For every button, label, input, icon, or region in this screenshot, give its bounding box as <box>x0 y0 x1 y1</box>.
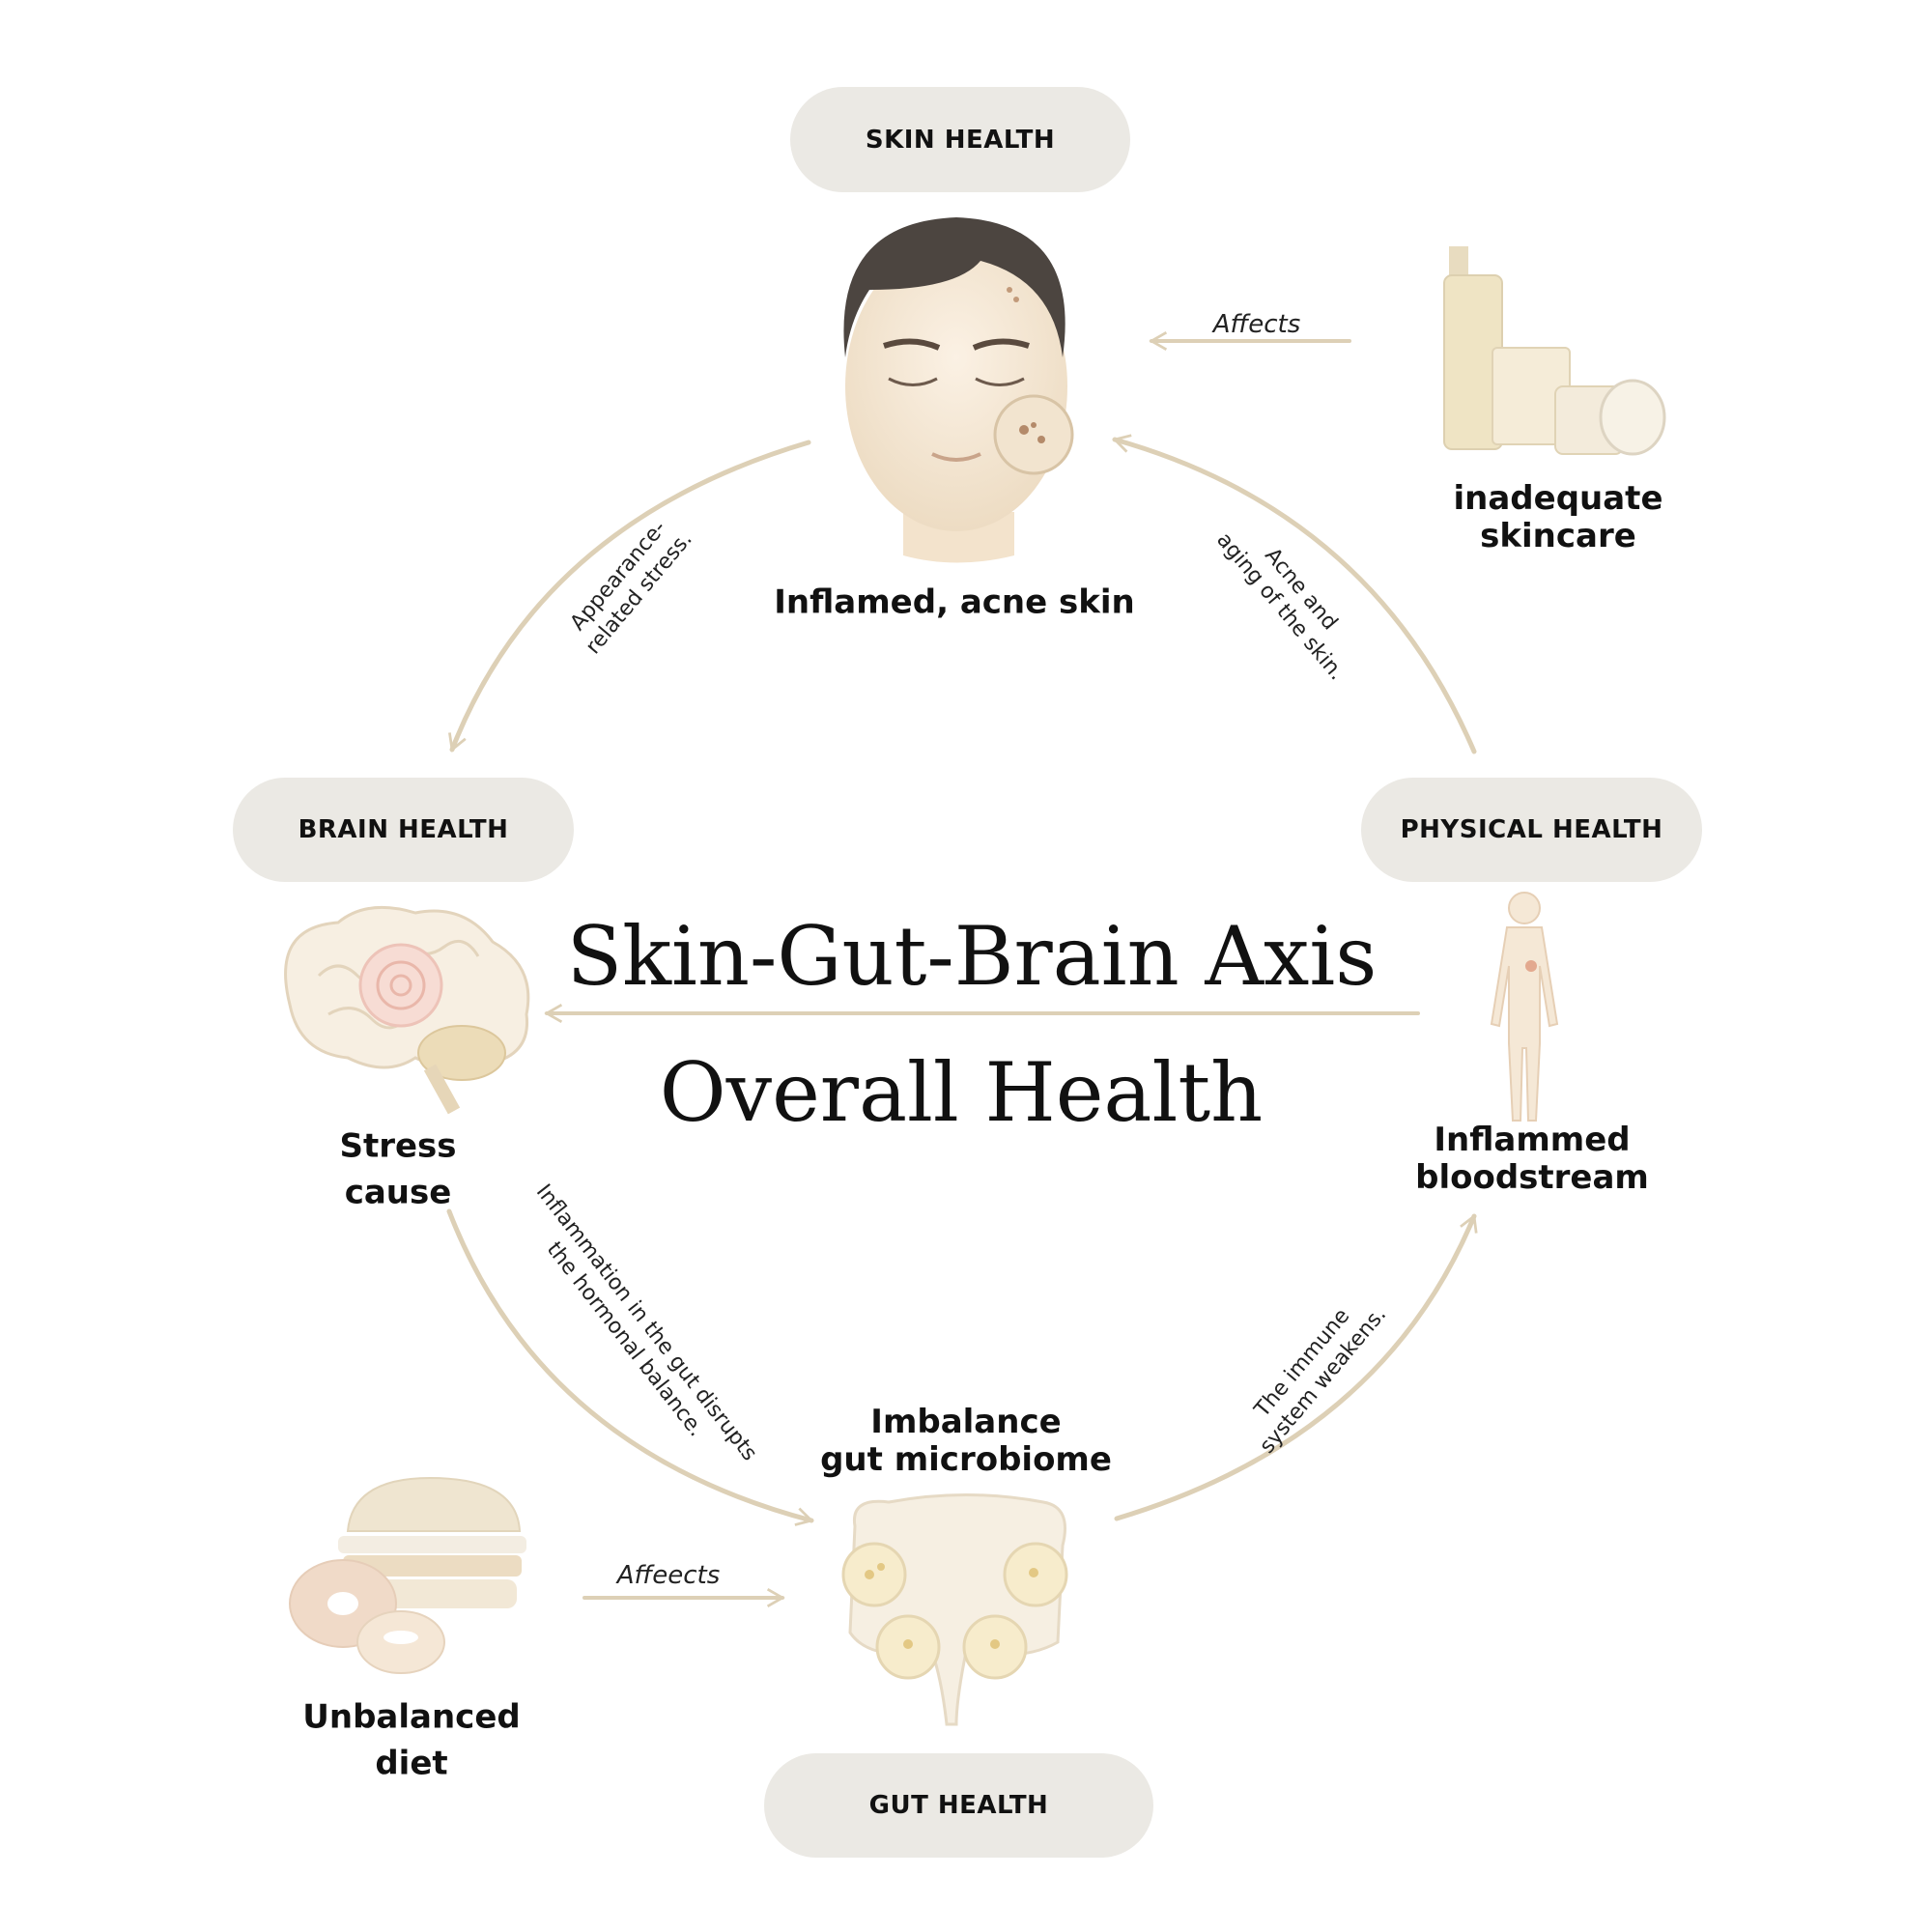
category-physical-health: PHYSICAL HEALTH <box>1361 778 1702 882</box>
node-label-brain: Stress cause <box>339 1123 456 1215</box>
arrow-skin-to-brain <box>448 440 811 753</box>
label-line: Unbalanced <box>302 1697 521 1737</box>
label-line: inadequate <box>1453 478 1663 518</box>
label-line: bloodstream <box>1415 1158 1649 1197</box>
label-line: skincare <box>1480 517 1636 555</box>
category-skin-health: SKIN HEALTH <box>790 87 1130 192</box>
arrow-blood-to-skin <box>1112 434 1477 754</box>
burger-donut-icon <box>289 1476 526 1674</box>
node-label-skin: Inflamed, acne skin <box>774 582 1135 622</box>
label-line: cause <box>344 1173 452 1211</box>
brain-icon <box>284 905 530 1115</box>
diagram-subtitle: Overall Health <box>659 1045 1264 1140</box>
node-label-diet: Unbalanced diet <box>302 1694 520 1786</box>
category-gut-health: GUT HEALTH <box>764 1753 1153 1858</box>
intestine-microbiome-icon <box>841 1493 1068 1726</box>
label-line: gut microbiome <box>820 1440 1112 1479</box>
label-line: Stress <box>339 1126 457 1166</box>
label-line: Inflammed <box>1434 1120 1631 1159</box>
arrow-gut-to-blood <box>1114 1213 1478 1521</box>
edge-label-skincare-to-skin: Affects <box>1212 310 1301 339</box>
label-line: Imbalance <box>870 1402 1062 1441</box>
skincare-products-icon <box>1443 246 1666 456</box>
category-brain-health: BRAIN HEALTH <box>233 778 574 882</box>
label-line: diet <box>375 1744 448 1782</box>
arrow-brain-to-gut <box>446 1208 814 1526</box>
edge-label-diet-to-gut: Affeects <box>616 1561 721 1590</box>
human-body-icon <box>1490 892 1559 1122</box>
diagram-title: Skin-Gut-Brain Axis <box>566 909 1378 1004</box>
face-with-acne-icon <box>843 217 1074 563</box>
